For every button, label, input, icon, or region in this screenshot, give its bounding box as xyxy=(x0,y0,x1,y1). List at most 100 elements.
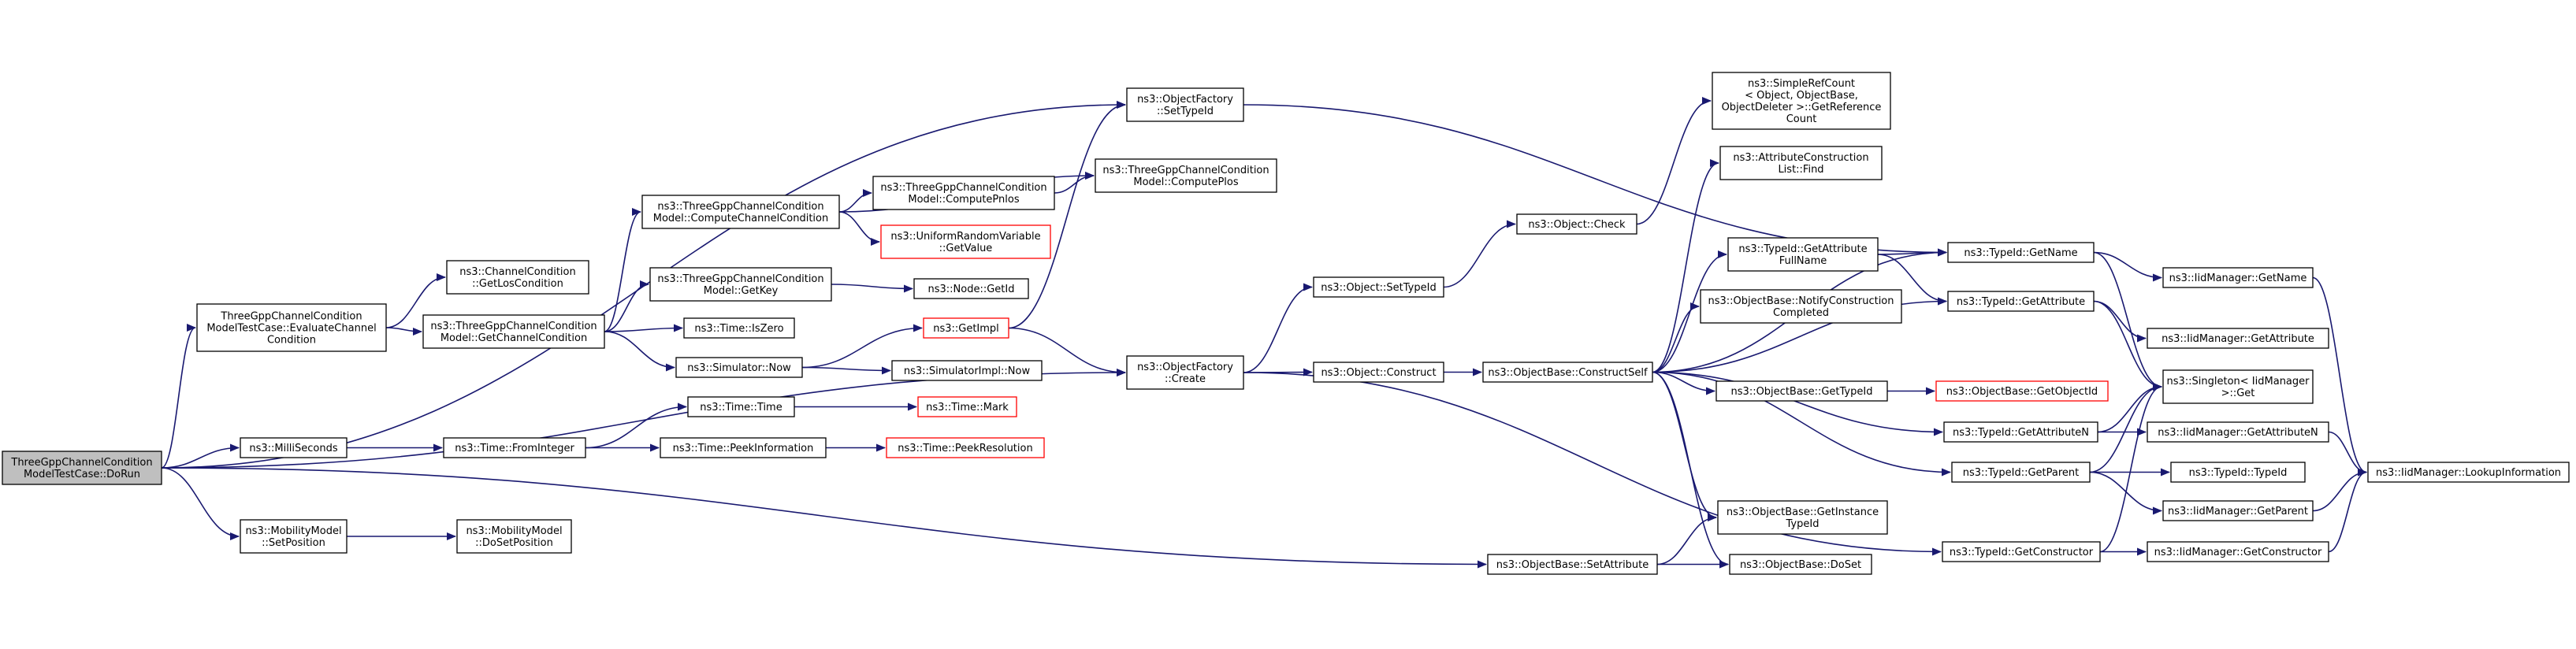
graph-node-getcc[interactable]: ns3::ThreeGppChannelConditionModel::GetC… xyxy=(422,314,605,349)
graph-node-gettid[interactable]: ns3::TypeId::GetName xyxy=(1947,242,2095,263)
node-label-line: ns3::TypeId::GetAttribute xyxy=(1957,296,2085,308)
node-box xyxy=(917,396,1017,417)
node-label-line: ns3::IidManager::LookupInformation xyxy=(2376,467,2561,479)
graph-node-timemark[interactable]: ns3::Time::Mark xyxy=(917,396,1017,417)
graph-node-constructself[interactable]: ns3::ObjectBase::ConstructSelf xyxy=(1482,362,1653,383)
graph-node-simimplnow[interactable]: ns3::SimulatorImpl::Now xyxy=(891,360,1043,381)
graph-node-singleton[interactable]: ns3::Singleton< IidManager >::Get xyxy=(2162,369,2314,404)
edge-line xyxy=(1636,97,1712,225)
graph-node-getkey[interactable]: ns3::ThreeGppChannelConditionModel::GetK… xyxy=(649,267,832,302)
graph-node-simplerc[interactable]: ns3::SimpleRefCount< Object, ObjectBase,… xyxy=(1712,72,1891,130)
graph-node-getimpl[interactable]: ns3::GetImpl xyxy=(923,317,1009,339)
graph-node-timetime[interactable]: ns3::Time::Time xyxy=(687,396,795,417)
graph-edge-objsettid-to-objcheck xyxy=(1443,220,1516,288)
edge-line xyxy=(1652,302,1700,373)
node-box xyxy=(660,437,827,458)
graph-edge-constructself-to-notify xyxy=(1652,302,1700,373)
edge-line xyxy=(604,331,675,372)
graph-node-getobjid[interactable]: ns3::ObjectBase::GetObjectId xyxy=(1935,380,2109,402)
graph-node-lookup[interactable]: ns3::IidManager::LookupInformation xyxy=(2367,462,2570,483)
graph-node-comppplos[interactable]: ns3::ThreeGppChannelConditionModel::Comp… xyxy=(1095,158,1277,193)
node-label-line: List::Find xyxy=(1778,164,1823,176)
edge-line xyxy=(1008,101,1126,329)
graph-edge-eval-to-getlos xyxy=(385,273,446,328)
node-box xyxy=(2367,462,2570,483)
graph-edge-constructself-to-doset xyxy=(1652,371,1729,569)
graph-edge-constructself-to-getinst xyxy=(1652,371,1717,521)
node-label-line: ns3::IidManager::GetConstructor xyxy=(2154,547,2322,558)
graph-node-obgettid[interactable]: ns3::ObjectBase::GetTypeId xyxy=(1715,380,1888,402)
graph-node-iidgetctor[interactable]: ns3::IidManager::GetConstructor xyxy=(2147,541,2329,562)
edge-line xyxy=(1243,283,1313,373)
graph-edge-tidgetctor-to-singleton xyxy=(2099,383,2162,553)
node-box xyxy=(923,317,1009,339)
graph-node-comppnlos[interactable]: ns3::ThreeGppChannelConditionModel::Comp… xyxy=(872,176,1055,210)
graph-node-notify[interactable]: ns3::ObjectBase::NotifyConstructionCompl… xyxy=(1700,289,1902,324)
edge-line xyxy=(831,284,913,293)
edge-line xyxy=(385,327,422,336)
graph-edge-getkey-to-nodegetid xyxy=(831,284,913,293)
node-label-line: ThreeGppChannelCondition xyxy=(220,311,362,323)
graph-node-millis[interactable]: ns3::MilliSeconds xyxy=(240,437,348,458)
node-box xyxy=(1313,276,1444,298)
edge-line xyxy=(604,280,649,332)
graph-node-getlos[interactable]: ns3::ChannelCondition::GetLosCondition xyxy=(446,260,589,295)
node-box xyxy=(1951,462,2091,483)
node-label-line: ns3::IidManager::GetParent xyxy=(2168,506,2308,517)
node-box xyxy=(1715,380,1888,402)
graph-node-doset[interactable]: ns3::ObjectBase::DoSet xyxy=(1729,554,1872,575)
graph-node-iidgetname[interactable]: ns3::IidManager::GetName xyxy=(2162,267,2314,288)
node-label-line: ns3::ObjectBase::GetTypeId xyxy=(1731,386,1873,398)
graph-node-ofcreate[interactable]: ns3::ObjectFactory::Create xyxy=(1126,355,1244,390)
graph-node-peekres[interactable]: ns3::Time::PeekResolution xyxy=(886,437,1045,458)
graph-node-tidgetctor[interactable]: ns3::TypeId::GetConstructor xyxy=(1942,541,2101,562)
edge-line xyxy=(2328,468,2367,553)
graph-edge-getcc-to-getkey xyxy=(604,280,649,332)
node-label-line: ::SetTypeId xyxy=(1157,106,1214,117)
graph-node-setattr[interactable]: ns3::ObjectBase::SetAttribute xyxy=(1487,554,1658,575)
graph-node-objcheck[interactable]: ns3::Object::Check xyxy=(1516,213,1637,235)
graph-node-fromint[interactable]: ns3::Time::FromInteger xyxy=(443,437,586,458)
graph-node-simnow[interactable]: ns3::Simulator::Now xyxy=(675,357,803,378)
graph-node-tidtid[interactable]: ns3::TypeId::TypeId xyxy=(2170,462,2306,483)
node-box xyxy=(2162,267,2314,288)
graph-node-iidgetattr[interactable]: ns3::IidManager::GetAttribute xyxy=(2147,328,2329,349)
node-label-line: ns3::TypeId::GetAttributeN xyxy=(1953,427,2089,439)
graph-node-tidgetattr[interactable]: ns3::TypeId::GetAttribute xyxy=(1947,291,2095,312)
node-label-line: FullName xyxy=(1779,255,1827,267)
graph-node-root[interactable]: ThreeGppChannelConditionModelTestCase::D… xyxy=(2,451,162,485)
node-box xyxy=(240,437,348,458)
graph-edge-iidgetname-to-lookup xyxy=(2312,276,2367,477)
edge-line xyxy=(1243,372,1942,556)
graph-node-compcc[interactable]: ns3::ThreeGppChannelConditionModel::Comp… xyxy=(641,195,840,229)
graph-node-iszero[interactable]: ns3::Time::IsZero xyxy=(683,317,795,339)
graph-node-nodegetid[interactable]: ns3::Node::GetId xyxy=(913,278,1029,299)
graph-node-iidgetattrn[interactable]: ns3::IidManager::GetAttributeN xyxy=(2147,421,2329,443)
graph-node-urvget[interactable]: ns3::UniformRandomVariable::GetValue xyxy=(880,224,1051,259)
node-box xyxy=(2,451,162,485)
node-label-line: ModelTestCase::EvaluateChannel xyxy=(206,323,376,335)
node-label-line: ::SetPosition xyxy=(262,537,325,549)
edge-line xyxy=(161,324,196,469)
node-label-line: TypeId xyxy=(1786,518,1820,530)
graph-node-eval[interactable]: ThreeGppChannelConditionModelTestCase::E… xyxy=(196,303,387,352)
edge-line xyxy=(1652,371,1717,521)
graph-node-objconstruct[interactable]: ns3::Object::Construct xyxy=(1313,362,1444,383)
node-label-line: Model::ComputePlos xyxy=(1133,176,1238,188)
graph-edge-constructself-to-getattrfull xyxy=(1652,250,1727,373)
node-box xyxy=(1719,146,1883,180)
node-label-line: ns3::ObjectBase::ConstructSelf xyxy=(1488,367,1648,379)
graph-node-peekinfo[interactable]: ns3::Time::PeekInformation xyxy=(660,437,827,458)
graph-node-tidgetparent[interactable]: ns3::TypeId::GetParent xyxy=(1951,462,2091,483)
graph-node-dosetpos[interactable]: ns3::MobilityModel::DoSetPosition xyxy=(456,519,572,554)
graph-node-setpos[interactable]: ns3::MobilityModel::SetPosition xyxy=(240,519,348,554)
graph-node-tidgetattrn[interactable]: ns3::TypeId::GetAttributeN xyxy=(1943,421,2098,443)
node-label-line: ns3::GetImpl xyxy=(933,323,999,335)
graph-node-iidgetparent[interactable]: ns3::IidManager::GetParent xyxy=(2162,500,2314,521)
graph-node-ofsettid[interactable]: ns3::ObjectFactory::SetTypeId xyxy=(1126,87,1244,122)
graph-node-objsettid[interactable]: ns3::Object::SetTypeId xyxy=(1313,276,1444,298)
node-label-line: ns3::Time::PeekResolution xyxy=(898,443,1032,454)
